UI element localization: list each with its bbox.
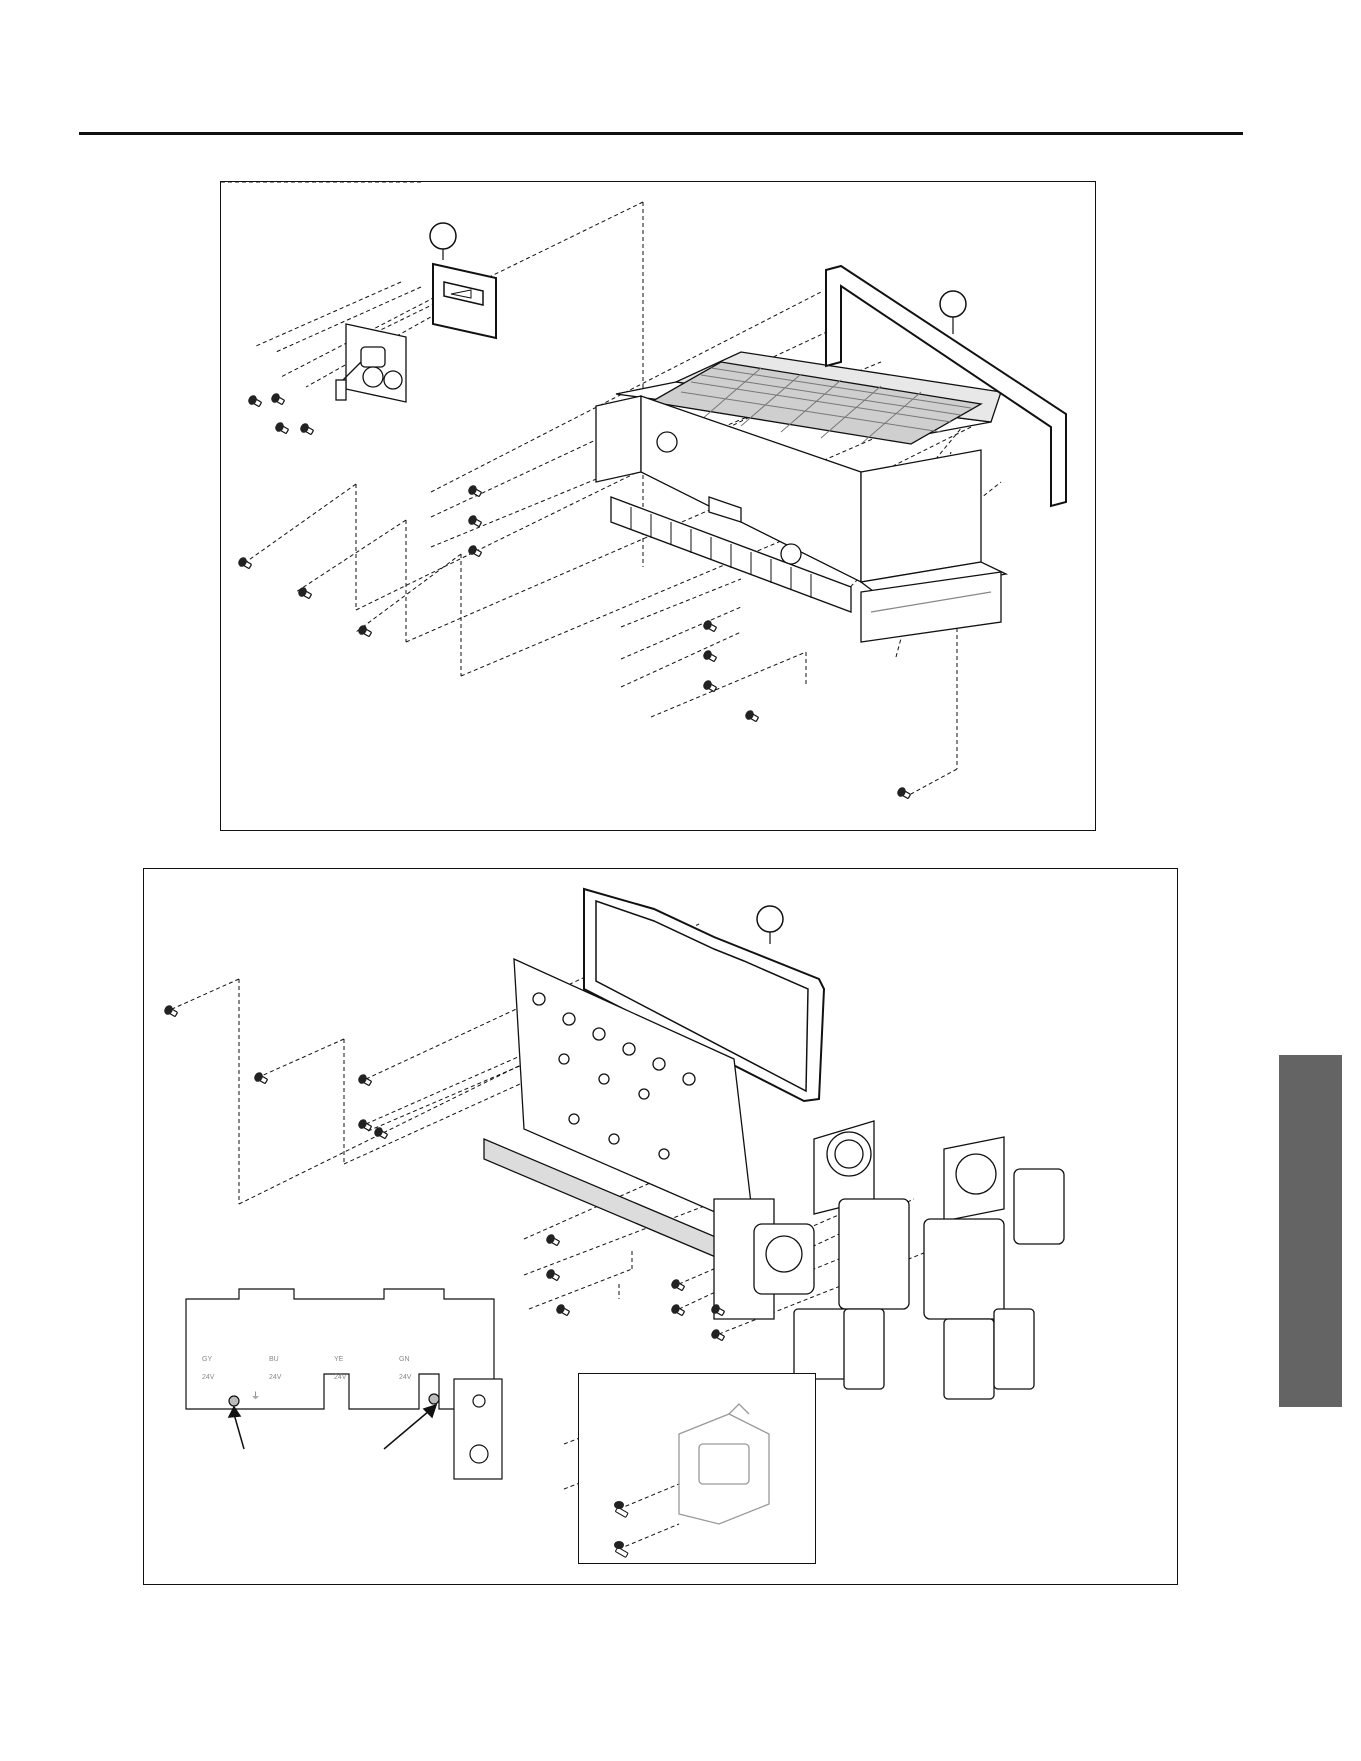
callout-circle — [430, 223, 456, 249]
wiring-board-detail — [186, 1289, 502, 1479]
terminal-voltage-label: 24V — [399, 1374, 411, 1381]
igniter-assembly — [336, 324, 406, 402]
ground-symbol: ⏚ — [251, 1389, 260, 1402]
heat-exchanger-diagram — [220, 181, 1096, 831]
terminal-voltage-label: 24V — [269, 1374, 281, 1381]
terminal-color-label: GN — [399, 1356, 410, 1363]
callout-circle — [757, 906, 783, 932]
terminal-voltage-label: 24V — [202, 1374, 214, 1381]
section-tab — [1279, 1055, 1342, 1407]
sensor-detail-inset — [578, 1373, 816, 1564]
terminal-color-label: GY — [202, 1356, 212, 1363]
sensor-detail-drawing — [579, 1374, 817, 1565]
heat-exchanger-drawing — [221, 182, 1097, 832]
wiring-arrows — [229, 1405, 436, 1449]
gas-valve-rear — [924, 1137, 1064, 1399]
burner-gasket — [430, 223, 496, 338]
terminal-color-label: YE — [334, 1356, 343, 1363]
gas-valve-front — [754, 1121, 909, 1389]
heat-exchanger-core — [596, 352, 1006, 642]
header-rule — [79, 132, 1243, 135]
callout-circle — [940, 291, 966, 317]
terminal-voltage-label: 24V — [334, 1374, 346, 1381]
screw-icon — [614, 1501, 628, 1557]
terminal-color-label: BU — [269, 1356, 279, 1363]
sensor-bracket — [679, 1404, 769, 1524]
